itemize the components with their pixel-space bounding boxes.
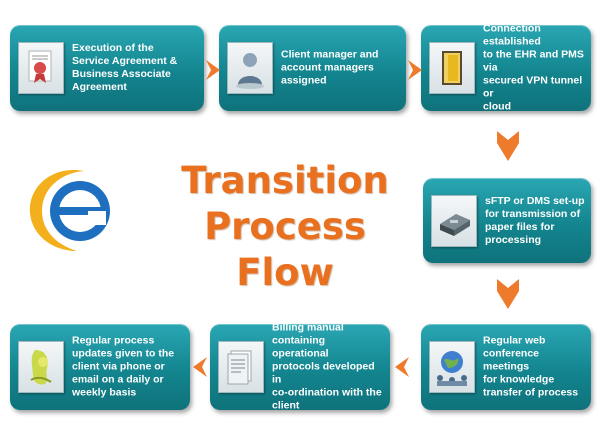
step-text: Connection established to the EHR and PM… <box>483 22 584 113</box>
company-logo-icon <box>29 170 110 251</box>
arrow-right-1 <box>206 60 220 80</box>
arrow-left-2 <box>193 357 207 377</box>
step-text: Execution of the Service Agreement & Bus… <box>72 42 178 93</box>
agreement-document-icon <box>18 42 64 94</box>
arrow-down-2 <box>497 279 519 309</box>
step-service-agreement: Execution of the Service Agreement & Bus… <box>10 25 204 111</box>
server-drive-icon <box>431 194 477 247</box>
step-text: Regular web conference meetings for know… <box>483 334 579 399</box>
arrow-left-1 <box>395 357 409 377</box>
manager-person-icon <box>227 42 273 94</box>
title-line-1: Transition <box>181 159 389 202</box>
manual-document-icon <box>218 341 264 393</box>
step-client-manager: Client manager and account managers assi… <box>219 25 406 111</box>
step-web-conference: Regular web conference meetings for know… <box>421 324 591 410</box>
arrow-down-1 <box>497 131 519 161</box>
step-vpn-connection: Connection established to the EHR and PM… <box>421 22 591 113</box>
arrow-right-2 <box>408 60 422 80</box>
web-conference-globe-icon <box>429 341 475 393</box>
step-process-updates: Regular process updates given to the cli… <box>10 324 190 410</box>
step-text: Regular process updates given to the cli… <box>72 334 175 399</box>
step-billing-manual: Billing manual containing operational pr… <box>210 321 390 412</box>
title-line-2: Process Flow <box>204 205 366 294</box>
step-sftp-setup: sFTP or DMS set-up for transmission of p… <box>423 178 591 263</box>
diagram-title: Transition Process Flow <box>150 158 420 296</box>
step-text: Billing manual containing operational pr… <box>272 321 382 412</box>
step-text: Client manager and account managers assi… <box>281 48 379 87</box>
secure-door-icon <box>429 42 475 94</box>
phone-update-icon <box>18 341 64 393</box>
step-text: sFTP or DMS set-up for transmission of p… <box>485 194 585 246</box>
